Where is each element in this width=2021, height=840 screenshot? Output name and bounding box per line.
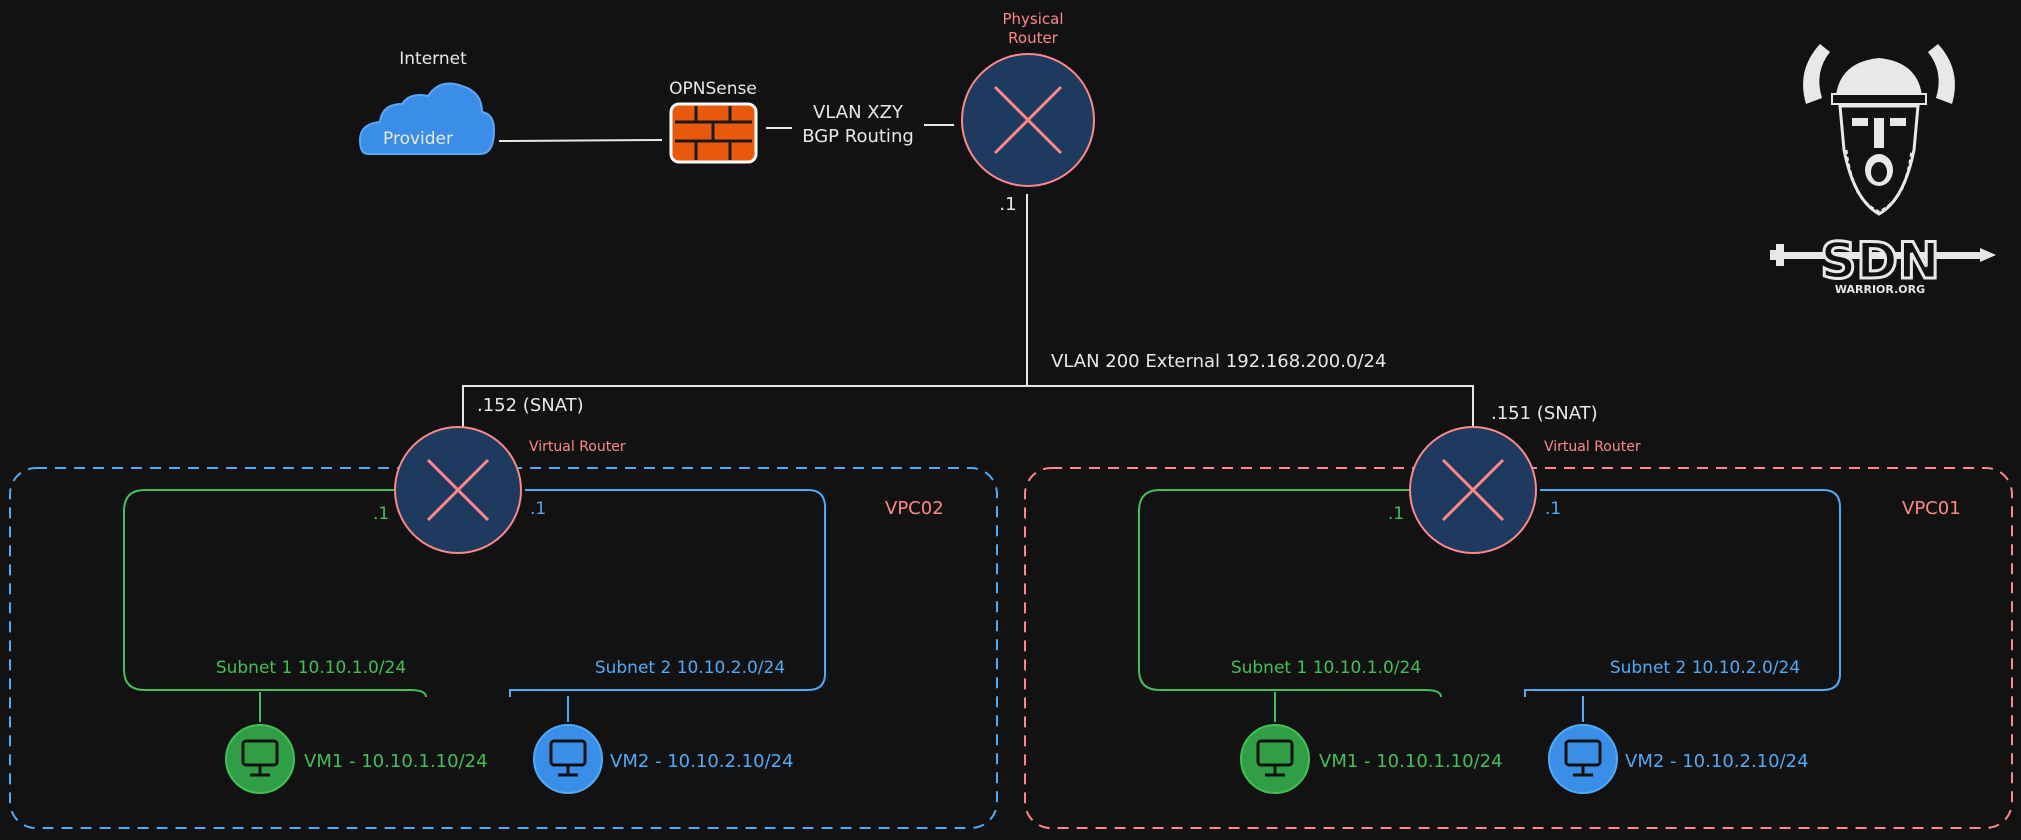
external-vlan-bus [462, 385, 1474, 430]
vpc02-subnet2-label: Subnet 2 10.10.2.0/24 [595, 658, 785, 678]
vpc01-name: VPC01 [1902, 498, 1961, 519]
vpc02-group: VPC02 .152 (SNAT) Virtual Router .1 .1 S… [9, 395, 998, 829]
internet-node: Internet Provider [358, 49, 496, 155]
vpc01-vm2-label: VM2 - 10.10.2.10/24 [1625, 751, 1809, 772]
logo-subtext: WARRIOR.ORG [1835, 283, 1925, 296]
physical-router-label-line1: Physical [1002, 10, 1063, 28]
vpc02-vm2-monitor-icon [533, 724, 603, 794]
physical-router-ip: .1 [999, 194, 1016, 215]
internet-label: Internet [399, 49, 467, 69]
viking-logo-icon: SDN WARRIOR.ORG [1770, 44, 1996, 296]
vpc01-subnet2-label: Subnet 2 10.10.2.0/24 [1610, 658, 1800, 678]
vpc02-subnet1-label: Subnet 1 10.10.1.0/24 [216, 658, 406, 678]
vpc01-router-icon [1409, 426, 1537, 554]
logo-text: SDN [1820, 232, 1939, 290]
bgp-routing-label: BGP Routing [802, 126, 914, 147]
vpc01-boundary [1024, 467, 2013, 829]
physical-router-label-line2: Router [1008, 29, 1059, 47]
internet-opnsense-link [498, 139, 663, 142]
cloud-icon [358, 82, 496, 155]
vpc01-group: VPC01 .151 (SNAT) Virtual Router .1 .1 S… [1024, 403, 2013, 829]
physical-router-node: Physical Router .1 [961, 10, 1095, 215]
vpc02-subnet1-segment [123, 489, 427, 698]
vpc01-subnet2-segment [1523, 489, 1841, 697]
vpc02-subnet1-ip: .1 [373, 504, 389, 524]
vpc01-vm2-monitor-icon [1548, 724, 1618, 794]
vpc01-subnet1-ip: .1 [1388, 504, 1404, 524]
vlan-xzy-label: VLAN XZY [813, 102, 904, 123]
vpc01-subnet1-segment [1138, 489, 1442, 698]
vpc02-vm1-monitor-icon [225, 724, 295, 794]
opnsense-label: OPNSense [669, 79, 757, 99]
vpc02-snat-ip: .152 (SNAT) [477, 395, 584, 416]
vpc02-vm1-label: VM1 - 10.10.1.10/24 [304, 751, 488, 772]
vpc01-router-label: Virtual Router [1544, 439, 1641, 455]
external-vlan-label: VLAN 200 External 192.168.200.0/24 [1051, 351, 1386, 372]
vpc02-name: VPC02 [885, 498, 944, 519]
vpc02-vm2-label: VM2 - 10.10.2.10/24 [610, 751, 794, 772]
opnsense-node: OPNSense [669, 79, 758, 164]
vpc02-boundary [9, 467, 998, 829]
vpc02-subnet2-ip: .1 [530, 499, 546, 519]
vpc01-vm1-label: VM1 - 10.10.1.10/24 [1319, 751, 1503, 772]
provider-label: Provider [383, 129, 453, 149]
vpc01-subnet2-ip: .1 [1545, 499, 1561, 519]
vpc01-subnet1-label: Subnet 1 10.10.1.0/24 [1231, 658, 1421, 678]
router-icon [961, 53, 1095, 187]
vpc02-subnet2-segment [509, 489, 826, 697]
vpc01-snat-ip: .151 (SNAT) [1491, 403, 1598, 424]
vpc02-router-label: Virtual Router [529, 439, 626, 455]
vpc02-router-icon [394, 426, 522, 554]
vpc01-vm1-monitor-icon [1240, 724, 1310, 794]
firewall-icon [669, 102, 758, 164]
